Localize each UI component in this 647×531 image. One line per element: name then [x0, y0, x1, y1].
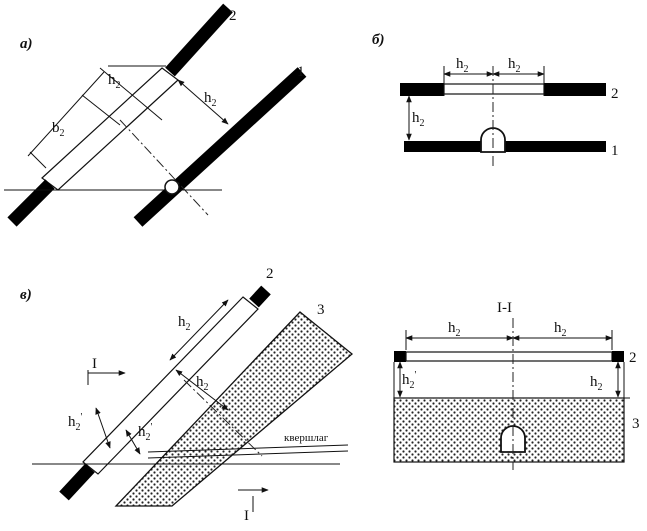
dim-line-along [27, 71, 105, 157]
seam-2-right [544, 83, 606, 96]
layer-3-number-section: 3 [632, 416, 640, 432]
axis-line-v [183, 379, 263, 457]
roadway-section [164, 179, 180, 195]
seam-2-bottom-v [59, 463, 95, 501]
seam-2-end-right [612, 351, 624, 362]
crosscut-line-bottom [147, 450, 349, 459]
seam-2-number-b: 2 [611, 86, 619, 102]
dim-h2-v1: h2 [178, 314, 191, 333]
seam-2-top-v [249, 285, 271, 308]
section-title: I-I [497, 300, 512, 316]
seam-2-left [400, 83, 444, 96]
section-marker-lower: I [244, 508, 249, 524]
panel-v-label: в) [20, 287, 32, 303]
seam-1-number-b: 1 [611, 143, 619, 159]
section-marker-upper: I [92, 356, 97, 372]
ext-line [99, 67, 163, 121]
seam-2-upper [165, 3, 233, 77]
dim-h2-a1: h2 [108, 72, 121, 91]
dim-h2-v-to-layer [175, 369, 229, 411]
panel-a-label: а) [20, 36, 33, 52]
dim-h2-s2: h2 [554, 320, 567, 339]
dim-h2-b2: h2 [508, 56, 521, 75]
crosscut-label: квершлаг [284, 432, 329, 444]
worked-out-zone-b [443, 83, 545, 95]
seam-1 [133, 67, 307, 227]
dim-h2-v2: h2 [196, 374, 209, 393]
seam-2-number-a: 2 [229, 8, 237, 24]
dim-h2p-s: h2' [402, 370, 417, 391]
dim-h2-v-along [169, 299, 229, 361]
dim-h2p-v-right [125, 429, 141, 455]
panel-b-label: б) [372, 32, 384, 48]
dim-b2-a: b2 [52, 120, 65, 139]
ext-line [29, 151, 47, 169]
section-view: I-I h2 h2 h2' h2 2 3 [393, 300, 640, 470]
panel-a: а) h2 b2 h2 2 1 [4, 3, 307, 227]
seam-1-number-a: 1 [297, 64, 305, 80]
seam-2-number-section: 2 [629, 350, 637, 366]
ext-line [81, 94, 121, 126]
panel-v: в) квершлаг I I h2 h2 h2' h2' 2 3 [20, 266, 354, 524]
panel-b: б) h2 h2 h2 2 1 [372, 32, 619, 166]
seam-2-number-v: 2 [266, 266, 274, 282]
dim-h2-b3: h2 [412, 110, 425, 129]
layer-3-number-v: 3 [317, 302, 325, 318]
dim-h2-s3: h2 [590, 374, 603, 393]
dim-h2p-v-left [95, 407, 111, 449]
axis-line [119, 119, 209, 216]
worked-out-zone-section [405, 351, 613, 362]
dim-h2-b1: h2 [456, 56, 469, 75]
dim-h2p-v2: h2' [138, 422, 153, 443]
dim-h2-s1: h2 [448, 320, 461, 339]
crosscut-line-top [147, 444, 349, 453]
dim-between-seams [177, 79, 229, 125]
dim-h2p-v1: h2' [68, 412, 83, 433]
seam-2-end-left [394, 351, 406, 362]
dim-h2-a2: h2 [204, 90, 217, 109]
